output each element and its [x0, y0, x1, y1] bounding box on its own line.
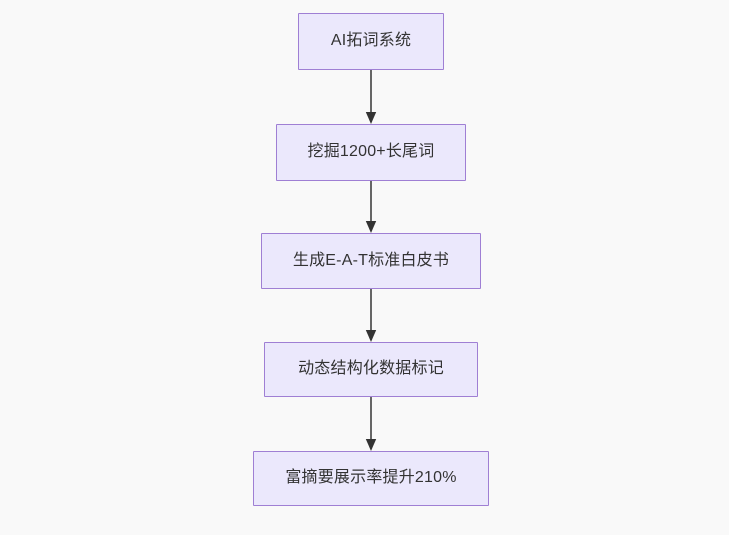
edge-node-3-to-node-4: [364, 289, 378, 342]
flow-node-eat-whitepaper[interactable]: 生成E-A-T标准白皮书: [261, 233, 481, 289]
flow-node-label: 动态结构化数据标记: [298, 360, 444, 377]
edge-node-4-to-node-5: [364, 397, 378, 451]
flow-node-ai-keyword-system[interactable]: AI拓词系统: [298, 13, 444, 70]
flow-node-label: AI拓词系统: [330, 32, 412, 49]
edge-node-2-to-node-3: [364, 181, 378, 233]
flow-node-structured-data-markup[interactable]: 动态结构化数据标记: [264, 342, 478, 397]
flow-node-label: 挖掘1200+长尾词: [307, 143, 435, 160]
flow-node-label: 富摘要展示率提升210%: [285, 469, 457, 486]
flow-node-label: 生成E-A-T标准白皮书: [292, 251, 450, 269]
flow-node-rich-snippet-result[interactable]: 富摘要展示率提升210%: [253, 451, 489, 506]
flow-node-longtail-mining[interactable]: 挖掘1200+长尾词: [276, 124, 466, 181]
edge-node-1-to-node-2: [364, 70, 378, 124]
